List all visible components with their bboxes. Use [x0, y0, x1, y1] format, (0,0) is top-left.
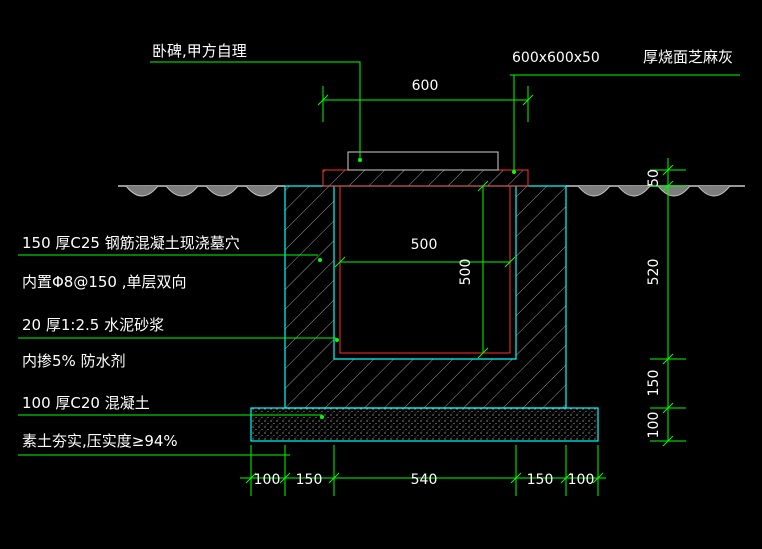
label-slab-finish: 厚烧面芝麻灰 [643, 48, 733, 66]
dim-text-right-4: 100 [646, 412, 662, 439]
label-gravestone: 卧碑,甲方自理 [152, 42, 247, 60]
label-mortar-line1: 20 厚1:2.5 水泥砂浆 [22, 316, 164, 334]
dim-text-inner-height: 500 [458, 259, 474, 286]
leader-dots [318, 158, 516, 419]
dim-text-right-2: 520 [646, 259, 662, 286]
label-wall-line2: 内置Φ8@150 ,单层双向 [22, 273, 187, 291]
concrete-wall [284, 185, 567, 409]
dim-inner-width [334, 256, 516, 268]
dim-text-bottom-4: 150 [527, 472, 554, 488]
dim-text-inner-width: 500 [411, 237, 438, 253]
dim-bottom [240, 445, 606, 496]
dim-text-bottom-3: 540 [411, 472, 438, 488]
dim-text-bottom-1: 100 [254, 472, 281, 488]
label-base-line2: 素土夯实,压实度≥94% [22, 432, 178, 450]
dim-top [317, 86, 534, 122]
label-slab-size: 600x600x50 [512, 50, 600, 66]
cover-slab [322, 169, 529, 187]
inner-cavity [333, 185, 517, 360]
ground-left [118, 185, 285, 197]
label-mortar-line2: 内掺5% 防水剂 [22, 352, 126, 370]
dim-text-right-3: 150 [646, 370, 662, 397]
leader-lines [18, 61, 740, 456]
dim-right [650, 158, 686, 447]
dim-text-bottom-5: 100 [568, 472, 595, 488]
label-base-line1: 100 厚C20 混凝土 [22, 394, 150, 412]
dim-text-right-1: 50 [646, 169, 662, 187]
gravestone [347, 151, 499, 171]
dim-inner-height [477, 180, 489, 359]
dim-text-bottom-2: 150 [296, 472, 323, 488]
label-wall-line1: 150 厚C25 钢筋混凝土现浇墓穴 [22, 234, 240, 252]
base-slab [250, 407, 599, 442]
mortar-layer [339, 185, 511, 354]
dim-text-top: 600 [412, 78, 439, 94]
